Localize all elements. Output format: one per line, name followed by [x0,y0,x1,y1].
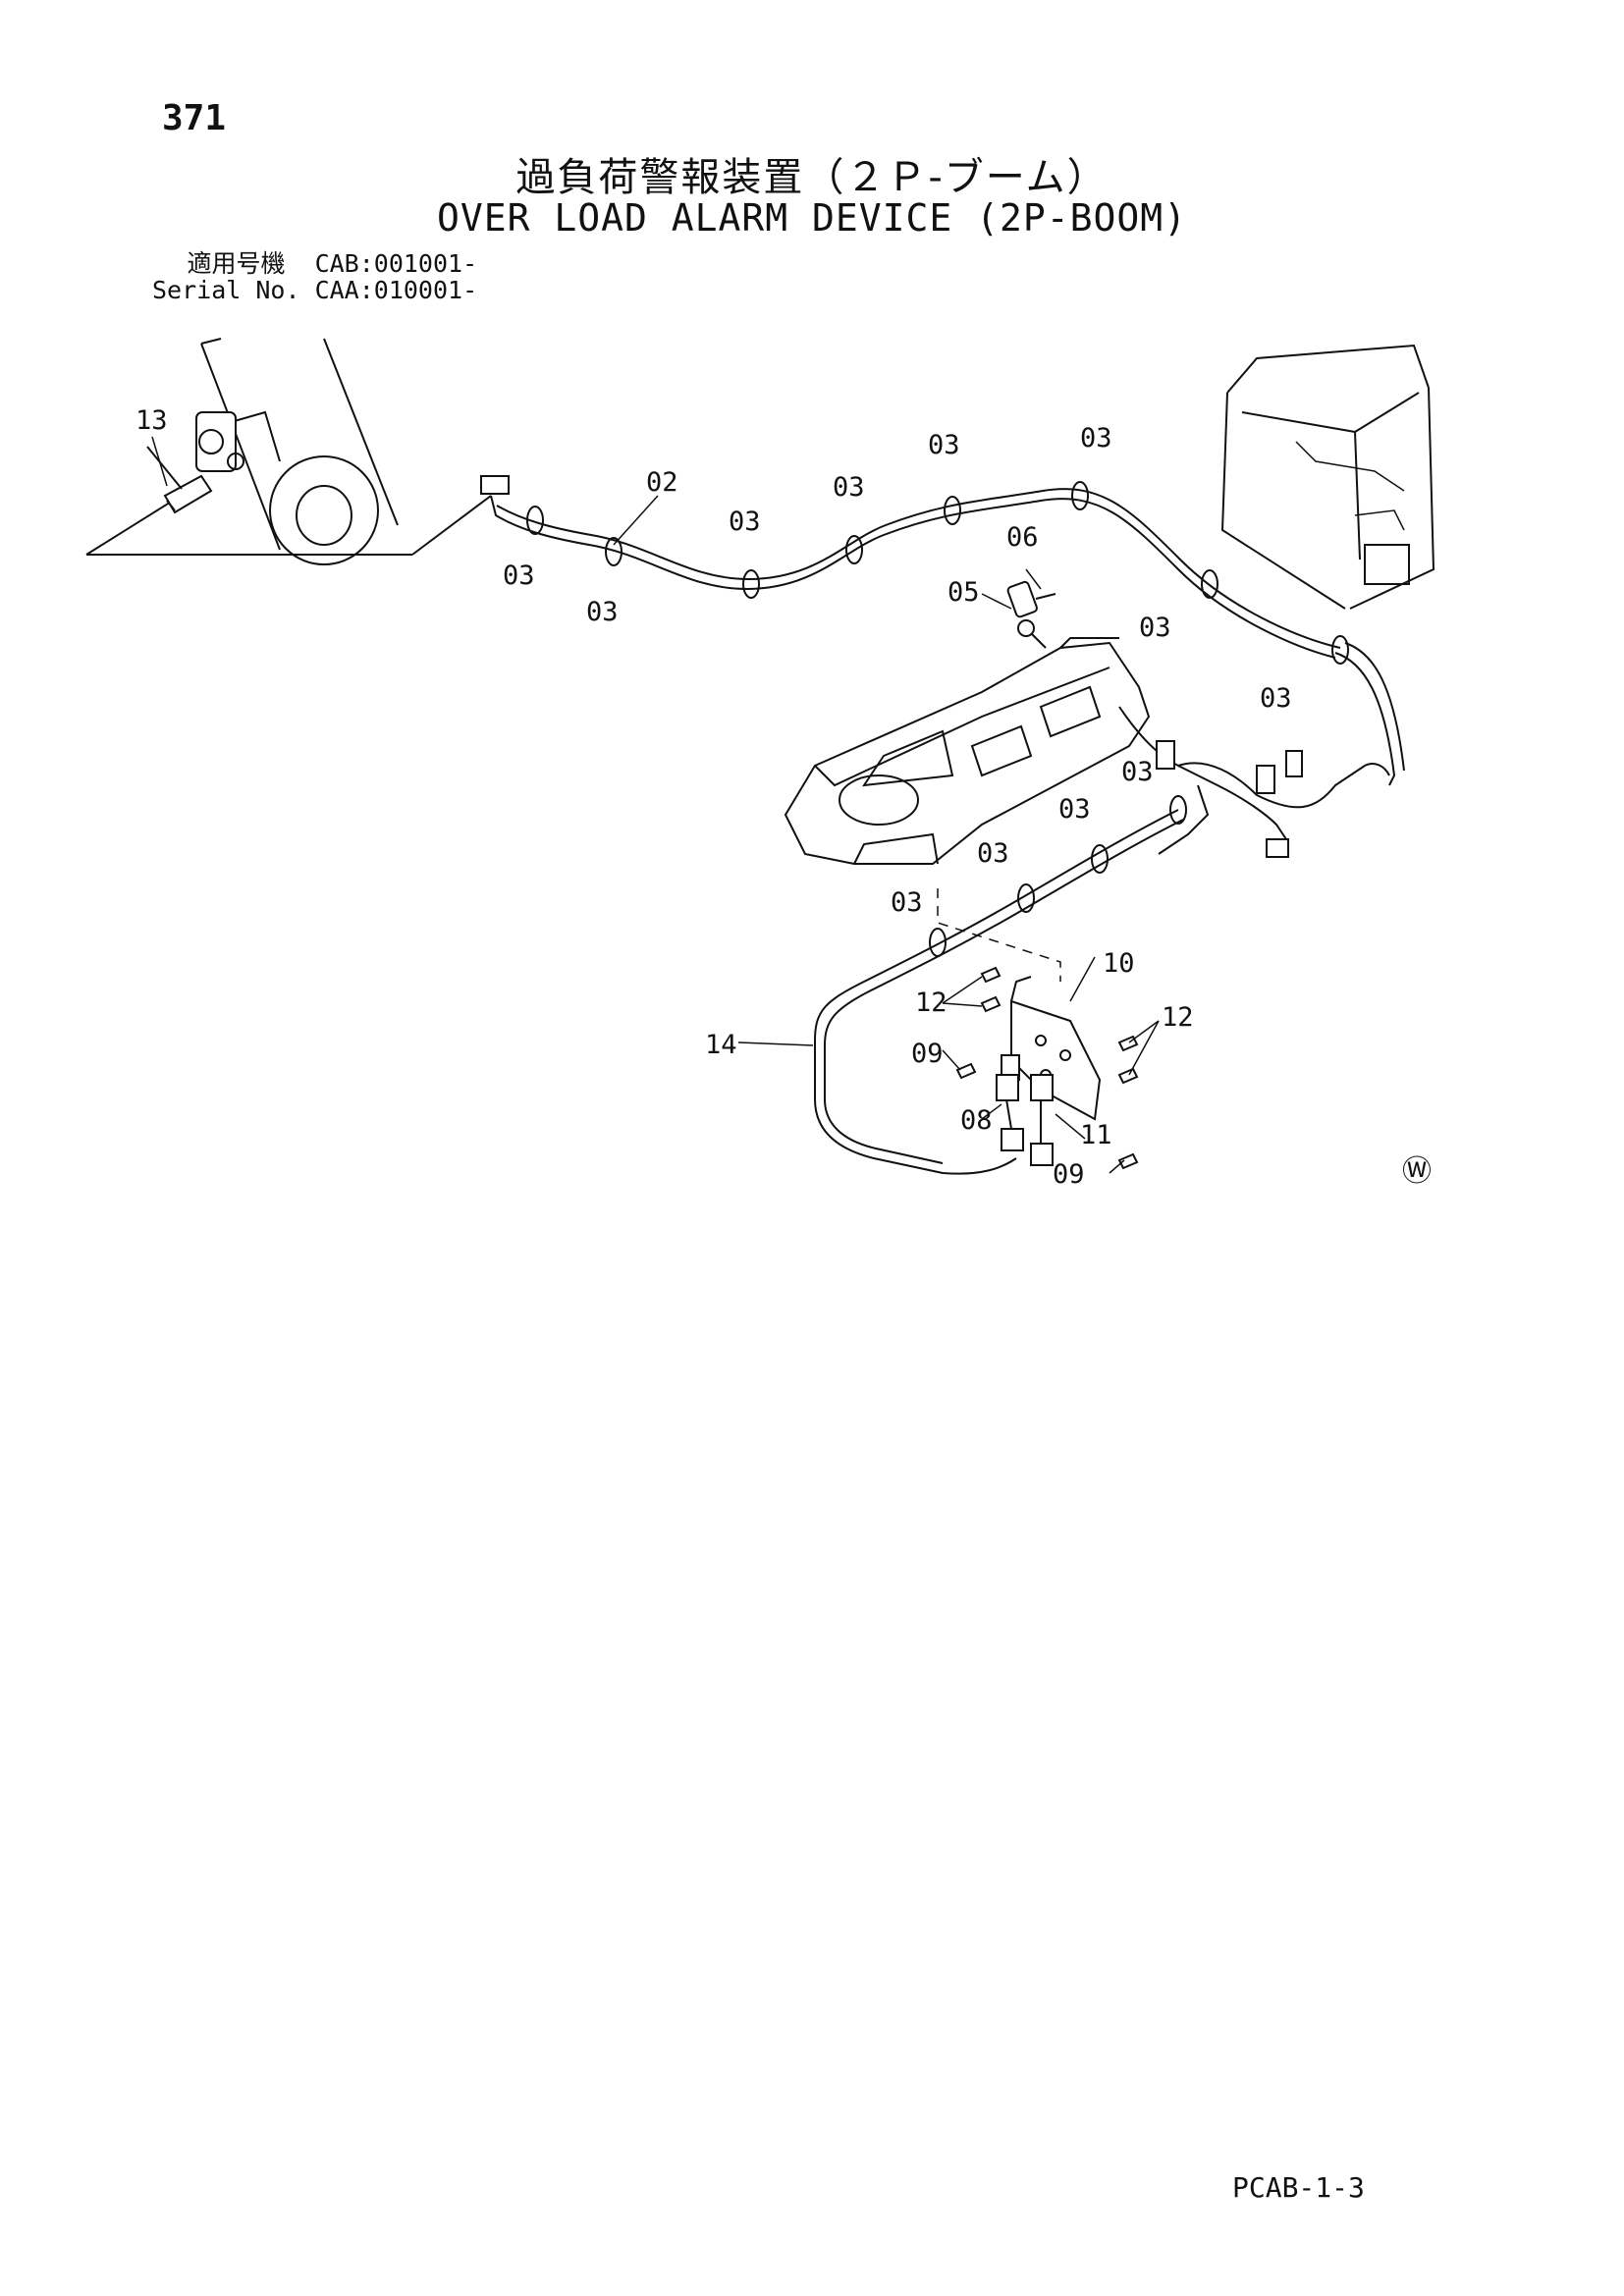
callout-03-g: 03 [1139,613,1171,643]
callout-03-l: 03 [891,887,923,918]
buzzer-05-06 [1006,580,1056,649]
branch-harness [1118,706,1390,858]
title-english: OVER LOAD ALARM DEVICE (2P-BOOM) [436,196,1188,240]
pressure-sensor-13 [146,446,213,514]
callout-03-b: 03 [586,597,619,627]
callout-14: 14 [705,1030,737,1060]
callout-03-f: 03 [1080,423,1112,454]
applicability-block: 適用号機 CAB:001001- Serial No. CAA:010001- [152,250,477,303]
applicability-value-2: CAA:010001- [314,276,478,304]
callout-05: 05 [947,577,980,608]
watermark-symbol: Ⓦ [1402,1154,1432,1189]
callout-12-right: 12 [1162,1002,1194,1033]
callout-08: 08 [960,1105,993,1136]
callout-06: 06 [1006,522,1039,553]
callout-03-h: 03 [1260,683,1292,714]
callout-03-c: 03 [729,507,761,537]
leader-lines [151,436,1160,1174]
applicability-value-1: CAB:001001- [314,249,478,278]
harness-02 [480,475,1405,786]
callout-03-i: 03 [1121,757,1154,787]
callout-03-e: 03 [928,430,960,460]
callout-09-top: 09 [911,1039,944,1069]
clamps-03 [526,481,1349,957]
callout-03-a: 03 [503,561,535,591]
applicability-row-2: Serial No. CAA:010001- [152,277,477,303]
callout-11: 11 [1080,1120,1112,1150]
callout-02: 02 [646,467,678,498]
callout-labels: 13 02 03 03 03 03 03 03 03 03 03 03 03 0… [135,405,1432,1190]
footer-code: PCAB-1-3 [1232,2171,1365,2204]
applicability-label-1: 適用号機 [187,249,286,278]
boom-drawing [85,338,492,565]
callout-12-left: 12 [915,988,947,1018]
harness-14 [814,809,1184,1175]
callout-03-k: 03 [977,838,1009,869]
console-drawing [784,637,1151,865]
callout-13: 13 [135,405,168,436]
callout-10: 10 [1103,948,1135,979]
applicability-row-1: 適用号機 CAB:001001- [152,250,477,277]
applicability-label-2: Serial No. [152,276,300,304]
callout-09-bottom: 09 [1053,1159,1085,1190]
callout-03-j: 03 [1058,794,1091,825]
page-number: 371 [162,98,227,138]
title-japanese: 過負荷警報装置（２Ｐ-ブーム） [515,155,1109,200]
callout-03-d: 03 [833,472,865,503]
cab-drawing [1220,344,1435,610]
